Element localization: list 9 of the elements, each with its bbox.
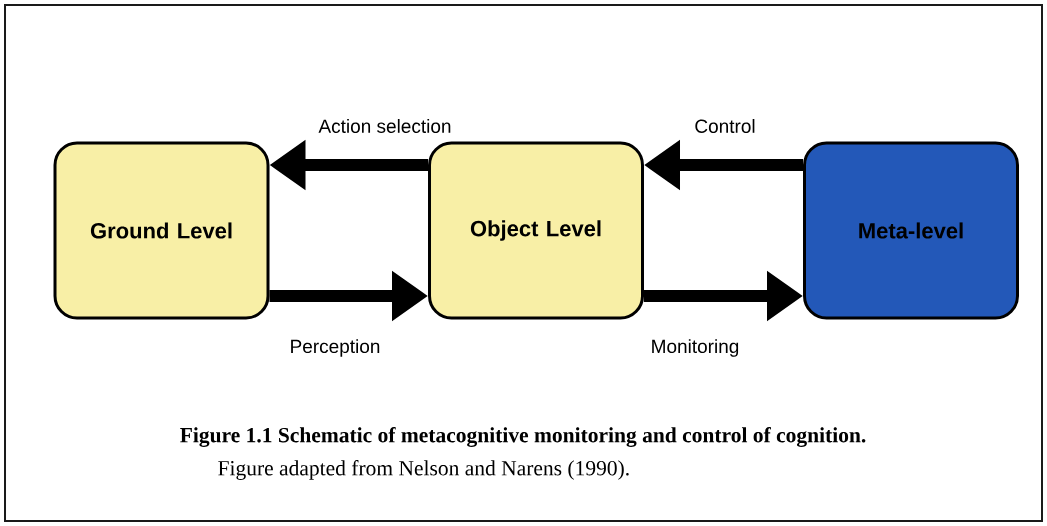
edge-label: Action selection (318, 119, 451, 133)
source-note: Figure adapted from Nelson and Narens (1990). (218, 460, 629, 480)
edge-label: Perception (291, 339, 380, 357)
caption: Figure 1.1 Schematic of metacognitive monitoring and control of cognition. (180, 427, 866, 447)
level-box: Meta-level (803, 141, 1019, 320)
level-box: Object Level (428, 141, 644, 320)
edge-label: Control (695, 119, 755, 133)
edge-label: Monitoring (652, 339, 739, 357)
level-box: Ground Level (53, 141, 270, 320)
